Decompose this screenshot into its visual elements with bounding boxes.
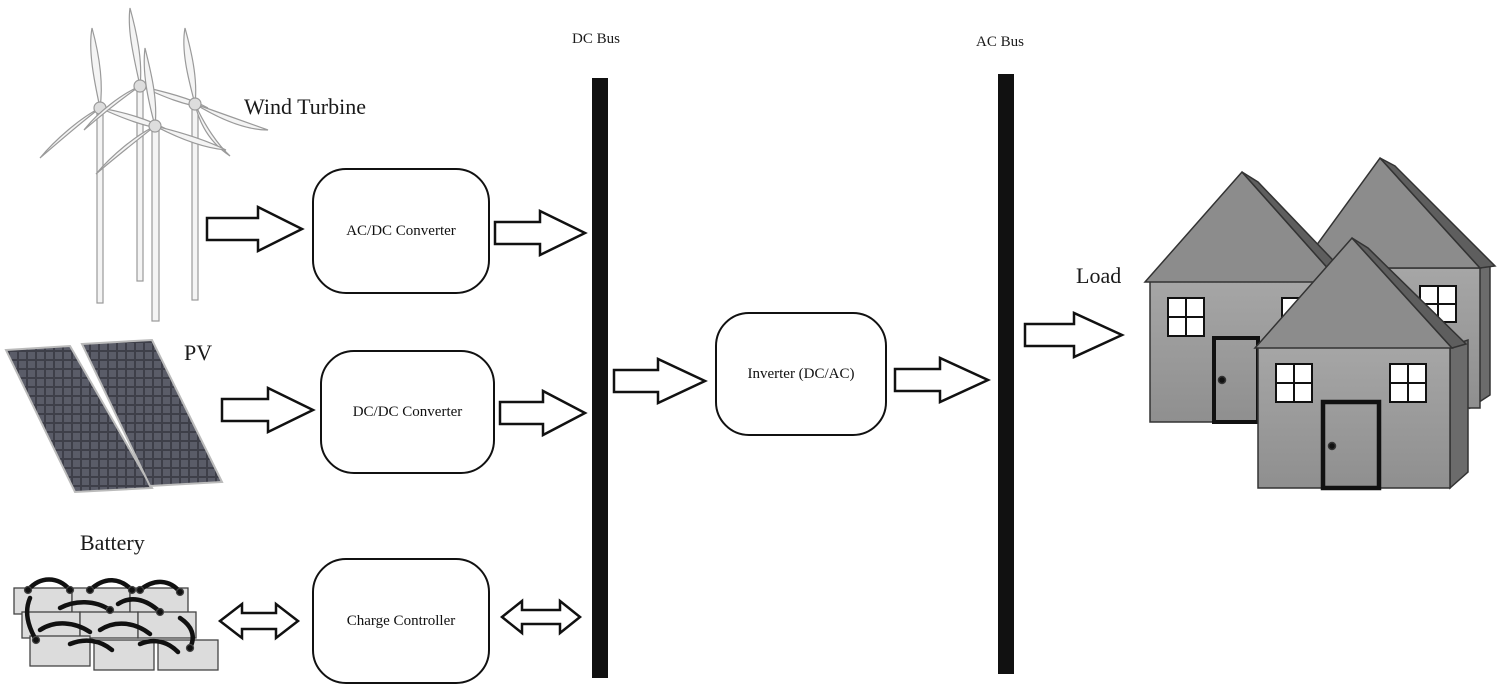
turbine-tower — [151, 125, 160, 322]
turbine-tower — [136, 85, 144, 282]
arrow-charge-dcbus-bidirectional — [499, 598, 583, 636]
dcdc-converter-label: DC/DC Converter — [352, 403, 463, 420]
arrow-acbus-to-load — [1023, 311, 1126, 359]
arrow-dcbus-to-inverter — [612, 357, 708, 405]
turbine-tower — [96, 107, 104, 304]
load-houses-icon — [1143, 156, 1497, 491]
inverter-box: Inverter (DC/AC) — [715, 312, 887, 436]
dcdc-converter-box: DC/DC Converter — [320, 350, 495, 474]
ac-bus-bar — [998, 74, 1014, 674]
arrow-battery-charge-bidirectional — [217, 601, 301, 641]
turbine-tower — [191, 103, 199, 301]
pv-panel-icon — [4, 338, 224, 494]
arrow-wind-to-acdc — [205, 204, 305, 254]
wind-turbine-icon — [39, 7, 269, 322]
acdc-converter-label: AC/DC Converter — [346, 222, 456, 239]
arrow-dcdc-to-dcbus — [498, 388, 588, 438]
inverter-label: Inverter (DC/AC) — [747, 365, 855, 382]
dc-bus-bar — [592, 78, 608, 678]
charge-controller-label: Charge Controller — [346, 612, 456, 629]
pv-label: PV — [184, 340, 213, 365]
charge-controller-box: Charge Controller — [312, 558, 490, 684]
arrow-inverter-to-acbus — [893, 356, 992, 404]
battery-icon — [13, 577, 219, 671]
arrow-acdc-to-dcbus — [493, 208, 588, 258]
wind-turbine-label: Wind Turbine — [244, 94, 366, 119]
acdc-converter-box: AC/DC Converter — [312, 168, 490, 294]
arrow-pv-to-dcdc — [220, 385, 316, 435]
ac-bus-label: AC Bus — [976, 34, 1024, 50]
battery-label: Battery — [80, 530, 145, 555]
dc-bus-label: DC Bus — [572, 31, 620, 47]
load-label: Load — [1076, 263, 1122, 288]
